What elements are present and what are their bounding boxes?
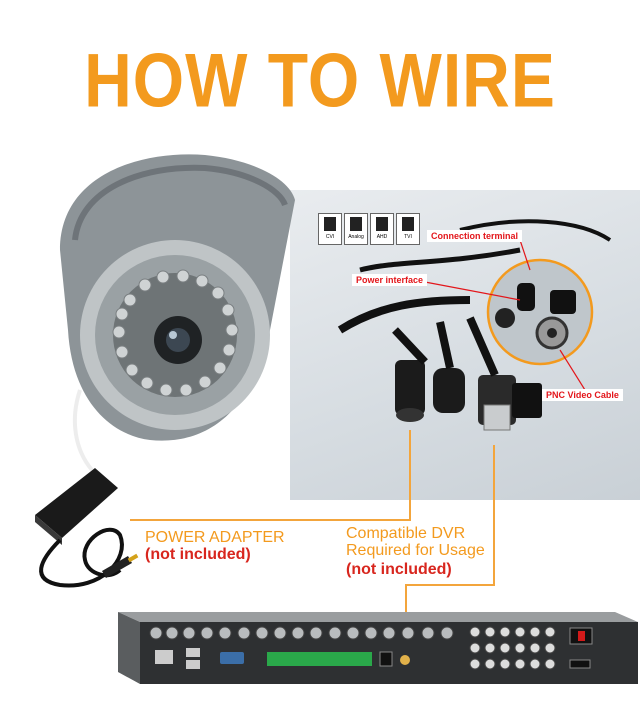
power-interface-leader: [424, 281, 521, 301]
pnc-cable-leader: [559, 349, 586, 391]
power-adapter-note: (not included): [145, 546, 251, 563]
page-title: HOW TO WIRE: [84, 37, 556, 123]
dip-switch-ahd: AHD: [370, 213, 394, 245]
pnc-video-cable-callout: PNC Video Cable: [542, 389, 623, 401]
power-adapter: [35, 468, 139, 588]
dvr-note: (not included): [346, 561, 452, 578]
connection-terminal-callout: Connection terminal: [427, 230, 523, 242]
cable-connectors: [337, 219, 612, 431]
magnified-connector-view: [486, 258, 594, 366]
connection-terminal-leader: [519, 239, 531, 271]
dip-switch-tvi: TVI: [396, 213, 420, 245]
power-interface-callout: Power interface: [352, 274, 428, 286]
dvr-recorder: [118, 612, 638, 684]
dome-camera: [60, 154, 295, 441]
camera-wire: [72, 389, 94, 472]
dip-switch-analog: Analog: [344, 213, 368, 245]
power-adapter-label: POWER ADAPTER: [145, 529, 285, 546]
dip-switch-cvi: CVI: [318, 213, 342, 245]
dvr-label-line2: Required for Usage: [346, 542, 485, 559]
wiring-guide-lines: [130, 430, 495, 612]
dvr-label-line1: Compatible DVR: [346, 525, 466, 542]
